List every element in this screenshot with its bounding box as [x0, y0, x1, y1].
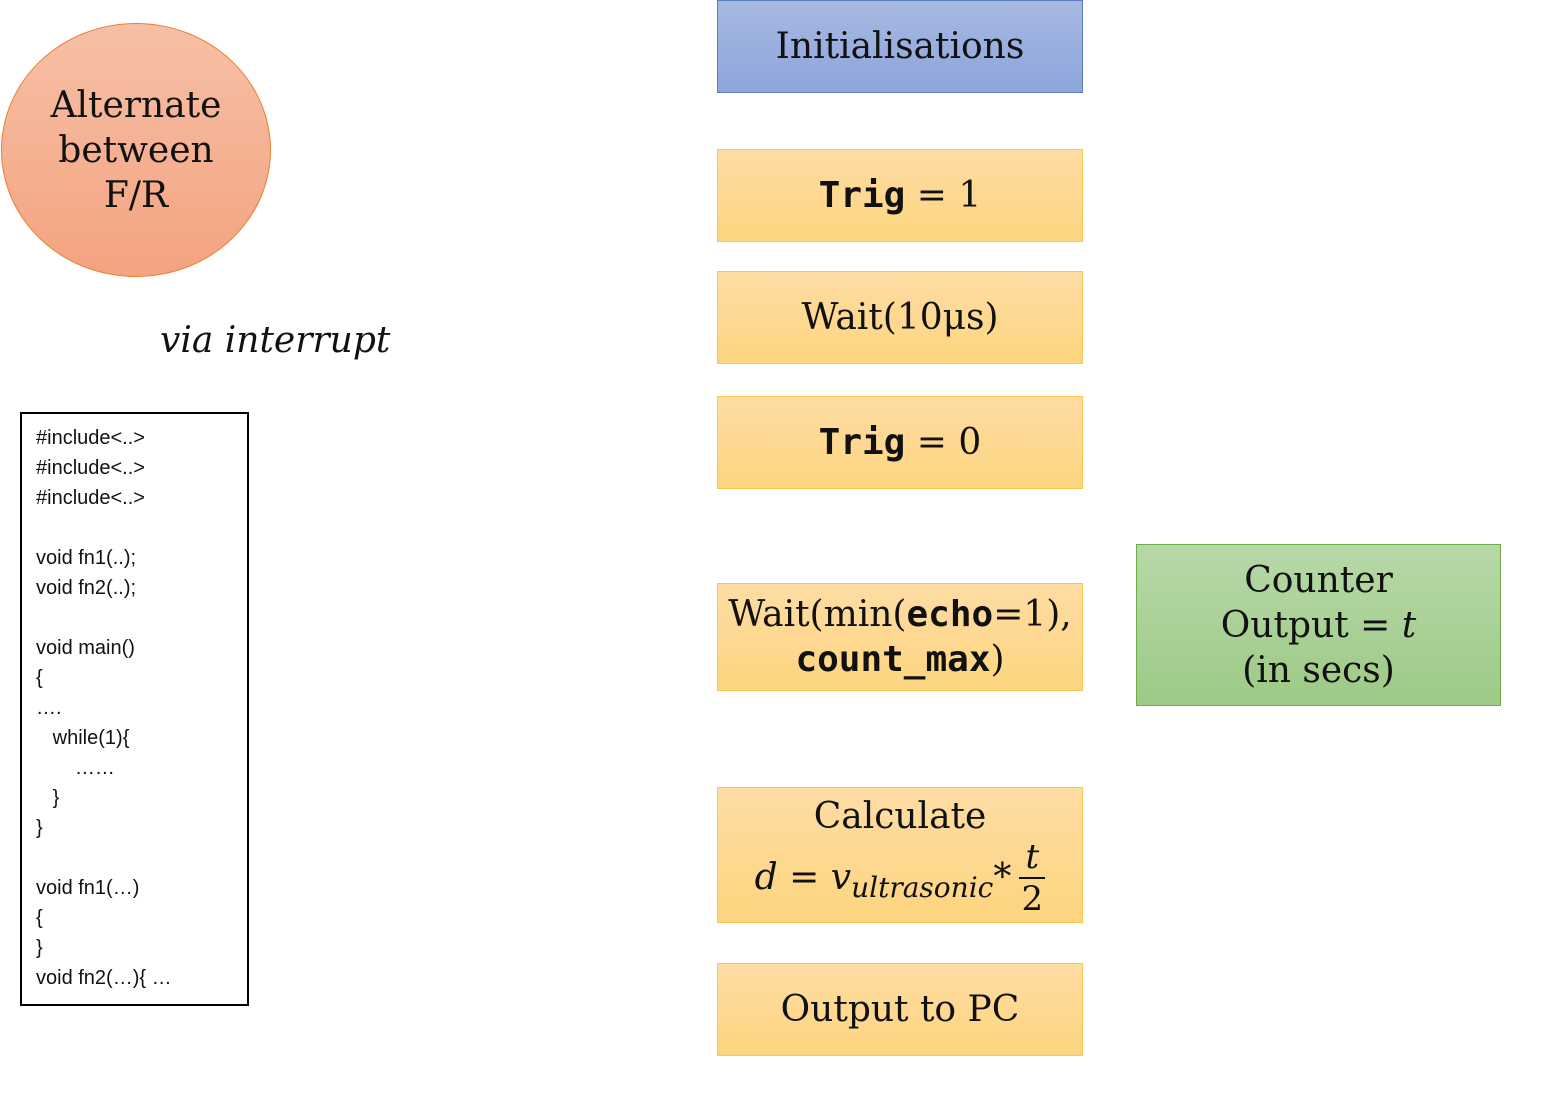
- formula-lhs: d = v: [754, 857, 852, 898]
- fraction-numerator: t: [1025, 836, 1040, 877]
- code-line: {: [36, 907, 43, 929]
- output-to-pc-box: Output to PC: [717, 963, 1083, 1056]
- counter-line-1: Counter: [1244, 559, 1393, 601]
- trig-var-0: Trig: [818, 422, 906, 463]
- code-line: }: [36, 937, 43, 959]
- code-line: #include<..>: [36, 487, 145, 509]
- output-to-pc-label: Output to PC: [780, 989, 1020, 1030]
- formula-operator: *: [993, 857, 1012, 898]
- counter-line-2-text: Output =: [1220, 604, 1402, 646]
- code-line: void fn2(…){ …: [36, 967, 172, 989]
- counter-line-2-var: t: [1401, 604, 1417, 646]
- initialisations-label: Initialisations: [775, 26, 1025, 67]
- code-line: {: [36, 667, 43, 689]
- wait-echo-part2: =1),: [993, 594, 1072, 635]
- trig-value-0: = 0: [905, 422, 982, 463]
- code-line: void fn1(..);: [36, 547, 137, 569]
- counter-output-box: Counter Output = t (in secs): [1136, 544, 1501, 706]
- code-line: ….: [36, 697, 62, 719]
- code-line: }: [36, 817, 43, 839]
- count-max-var: count_max: [795, 639, 991, 680]
- code-listing: #include<..> #include<..> #include<..> void…: [20, 412, 249, 1006]
- counter-line-3: (in secs): [1242, 649, 1395, 691]
- calculate-title: Calculate: [813, 795, 987, 837]
- wait-10us-box: Wait(10μs): [717, 271, 1083, 364]
- trig-set-box: Trig = 1: [717, 149, 1083, 242]
- circle-line-2: between: [58, 129, 214, 171]
- wait-10us-label: Wait(10μs): [801, 297, 999, 338]
- code-line: void main(): [36, 637, 135, 659]
- code-line: void fn1(…): [36, 877, 140, 899]
- wait-echo-part3: ): [990, 639, 1005, 680]
- trig-var-1: Trig: [818, 175, 906, 216]
- formula-fraction: t 2: [1019, 836, 1046, 919]
- circle-line-1: Alternate: [50, 84, 222, 126]
- code-line: ……: [36, 757, 115, 779]
- formula-subscript: ultrasonic: [851, 871, 994, 904]
- fraction-bar: [1019, 876, 1046, 879]
- trig-clear-box: Trig = 0: [717, 396, 1083, 489]
- code-line: }: [36, 787, 60, 809]
- alternate-fr-node: Alternate between F/R: [1, 23, 271, 277]
- circle-line-3: F/R: [103, 174, 169, 216]
- code-line: #include<..>: [36, 457, 145, 479]
- wait-echo-box: Wait(min(echo=1), count_max): [717, 583, 1083, 691]
- wait-echo-part1: Wait(min(: [728, 594, 907, 635]
- code-line: #include<..>: [36, 427, 145, 449]
- code-line: while(1){: [36, 727, 130, 749]
- initialisations-box: Initialisations: [717, 0, 1083, 93]
- code-line: void fn2(..);: [36, 577, 137, 599]
- fraction-denominator: 2: [1021, 878, 1044, 919]
- via-interrupt-label: via interrupt: [160, 320, 391, 361]
- echo-var: echo: [906, 594, 994, 635]
- trig-value-1: = 1: [905, 175, 982, 216]
